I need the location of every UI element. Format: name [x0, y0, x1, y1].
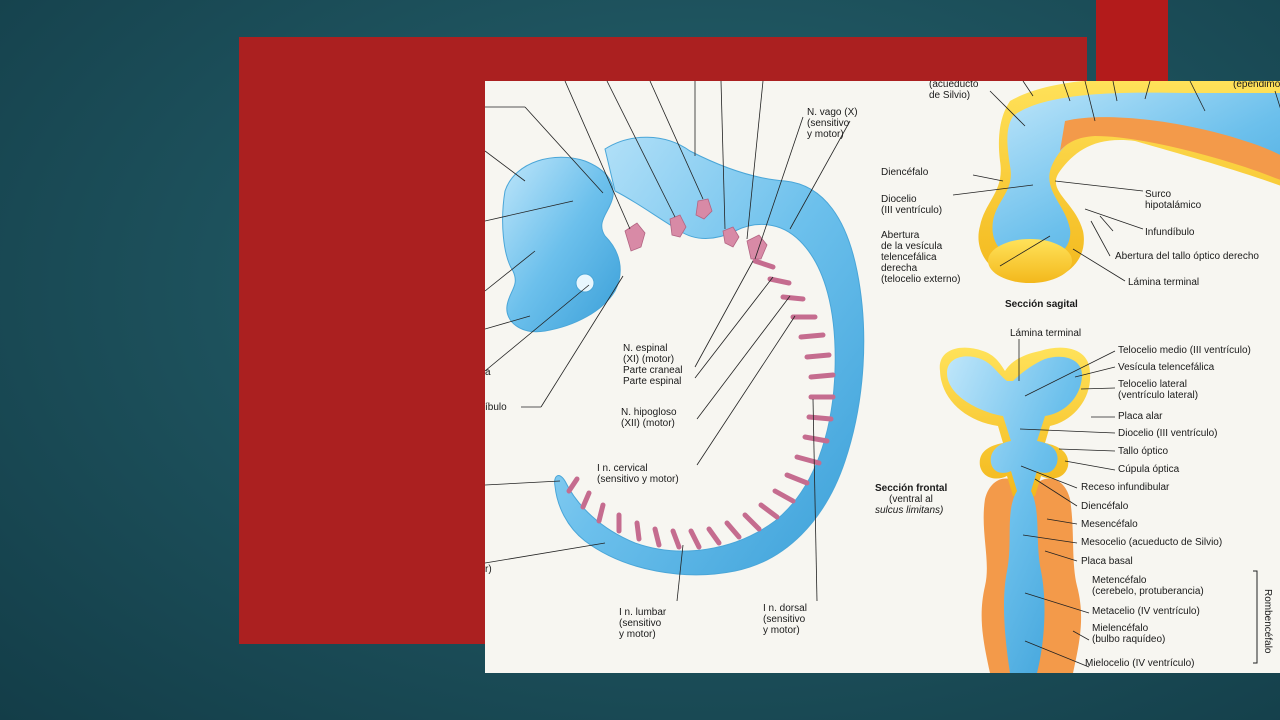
figure-paper: N. vago (X) (sensitivo y motor) N. espin… — [485, 81, 1280, 673]
label-n-vago: N. vago (X) (sensitivo y motor) — [807, 107, 858, 140]
label-tallo-optico: Tallo óptico — [1118, 446, 1169, 457]
label-mesocelio: Mesocelio (acueducto de Silvio) — [1081, 537, 1223, 548]
label-cervical: I n. cervical (sensitivo y motor) — [597, 463, 679, 485]
sagittal-blue-core — [992, 92, 1280, 262]
label-diocelio-mid: Diocelio (III ventrículo) — [1118, 428, 1218, 439]
label-infundibulo: Infundíbulo — [1145, 227, 1195, 238]
cranial-ganglia — [624, 198, 768, 260]
label-receso: Receso infundibular — [1081, 482, 1170, 493]
label-a-fragment: a — [485, 367, 491, 378]
label-sulcus: sulcus limitans) — [875, 505, 944, 516]
label-lamina-top: Lámina terminal — [1128, 277, 1200, 288]
embryo-body — [554, 136, 865, 576]
lamina-terminal-bulb — [988, 239, 1072, 283]
label-seccion-sagital: Sección sagital — [1005, 299, 1078, 310]
label-placa-basal: Placa basal — [1081, 556, 1133, 567]
label-metacelio: Metacelio (IV ventrículo) — [1092, 606, 1200, 617]
label-lumbar: I n. lumbar (sensitivo y motor) — [619, 607, 667, 640]
sagittal-section — [789, 81, 1280, 283]
label-n-espinal: N. espinal (XI) (motor) Parte craneal Pa… — [623, 343, 683, 387]
spinal-ganglia — [566, 258, 836, 550]
leader-lines-sagittal — [789, 81, 1280, 282]
label-ependimo: (epéndimo) — [1233, 81, 1280, 90]
label-diencefalo-top: Diencéfalo — [881, 167, 929, 178]
leader-lines-left — [485, 81, 818, 602]
label-cupula-optica: Cúpula óptica — [1118, 464, 1180, 475]
label-metencefalo: Metencéfalo (cerebelo, protuberancia) — [1092, 575, 1204, 597]
label-diencefalo-mid: Diencéfalo — [1081, 501, 1129, 512]
label-ventral-al: (ventral al — [889, 494, 933, 505]
label-surco: Surco hipotalámico — [1145, 189, 1202, 211]
embryo-lateral-view — [485, 81, 865, 602]
label-telocelio-lateral: Telocelio lateral (ventrículo lateral) — [1118, 379, 1199, 401]
leader-lines-frontal — [1018, 339, 1116, 668]
label-dorsal: I n. dorsal (sensitivo y motor) — [763, 603, 807, 636]
label-mielocelio: Mielocelio (IV ventrículo) — [1085, 658, 1195, 669]
frontal-blue-core — [947, 356, 1083, 673]
rombencefalo-bracket — [1253, 570, 1258, 664]
label-bulo-fragment: íbulo — [485, 402, 507, 413]
label-vesicula-tel: Vesícula telencefálica — [1118, 362, 1215, 373]
label-r-fragment: r) — [485, 564, 492, 575]
brain-vesicles — [502, 156, 621, 333]
label-n-hipogloso: N. hipogloso (XII) (motor) — [621, 407, 677, 429]
label-seccion-frontal: Sección frontal — [875, 483, 948, 494]
label-lamina-mid: Lámina terminal — [1010, 328, 1082, 339]
label-rombencefalo: Rombencéfalo — [1262, 589, 1273, 654]
label-diocelio-top: Diocelio (III ventrículo) — [881, 194, 943, 216]
label-telocelio-medio: Telocelio medio (III ventrículo) — [1118, 345, 1251, 356]
sagittal-orange-floor — [1060, 117, 1280, 180]
embryo-diagram — [485, 81, 1280, 673]
label-abertura-vesicula: Abertura de la vesícula telencefálica de… — [881, 230, 961, 285]
label-abertura-tallo: Abertura del tallo óptico derecho — [1115, 251, 1259, 262]
label-placa-alar: Placa alar — [1118, 411, 1163, 422]
optic-vesicle — [575, 273, 595, 293]
label-mesencefalo: Mesencéfalo — [1081, 519, 1138, 530]
frontal-section — [939, 339, 1258, 673]
label-acueducto: (acueducto de Silvio) — [929, 81, 979, 101]
label-mielencefalo: Mielencéfalo (bulbo raquídeo) — [1092, 623, 1166, 645]
figure-frame: N. vago (X) (sensitivo y motor) N. espin… — [239, 37, 1280, 673]
